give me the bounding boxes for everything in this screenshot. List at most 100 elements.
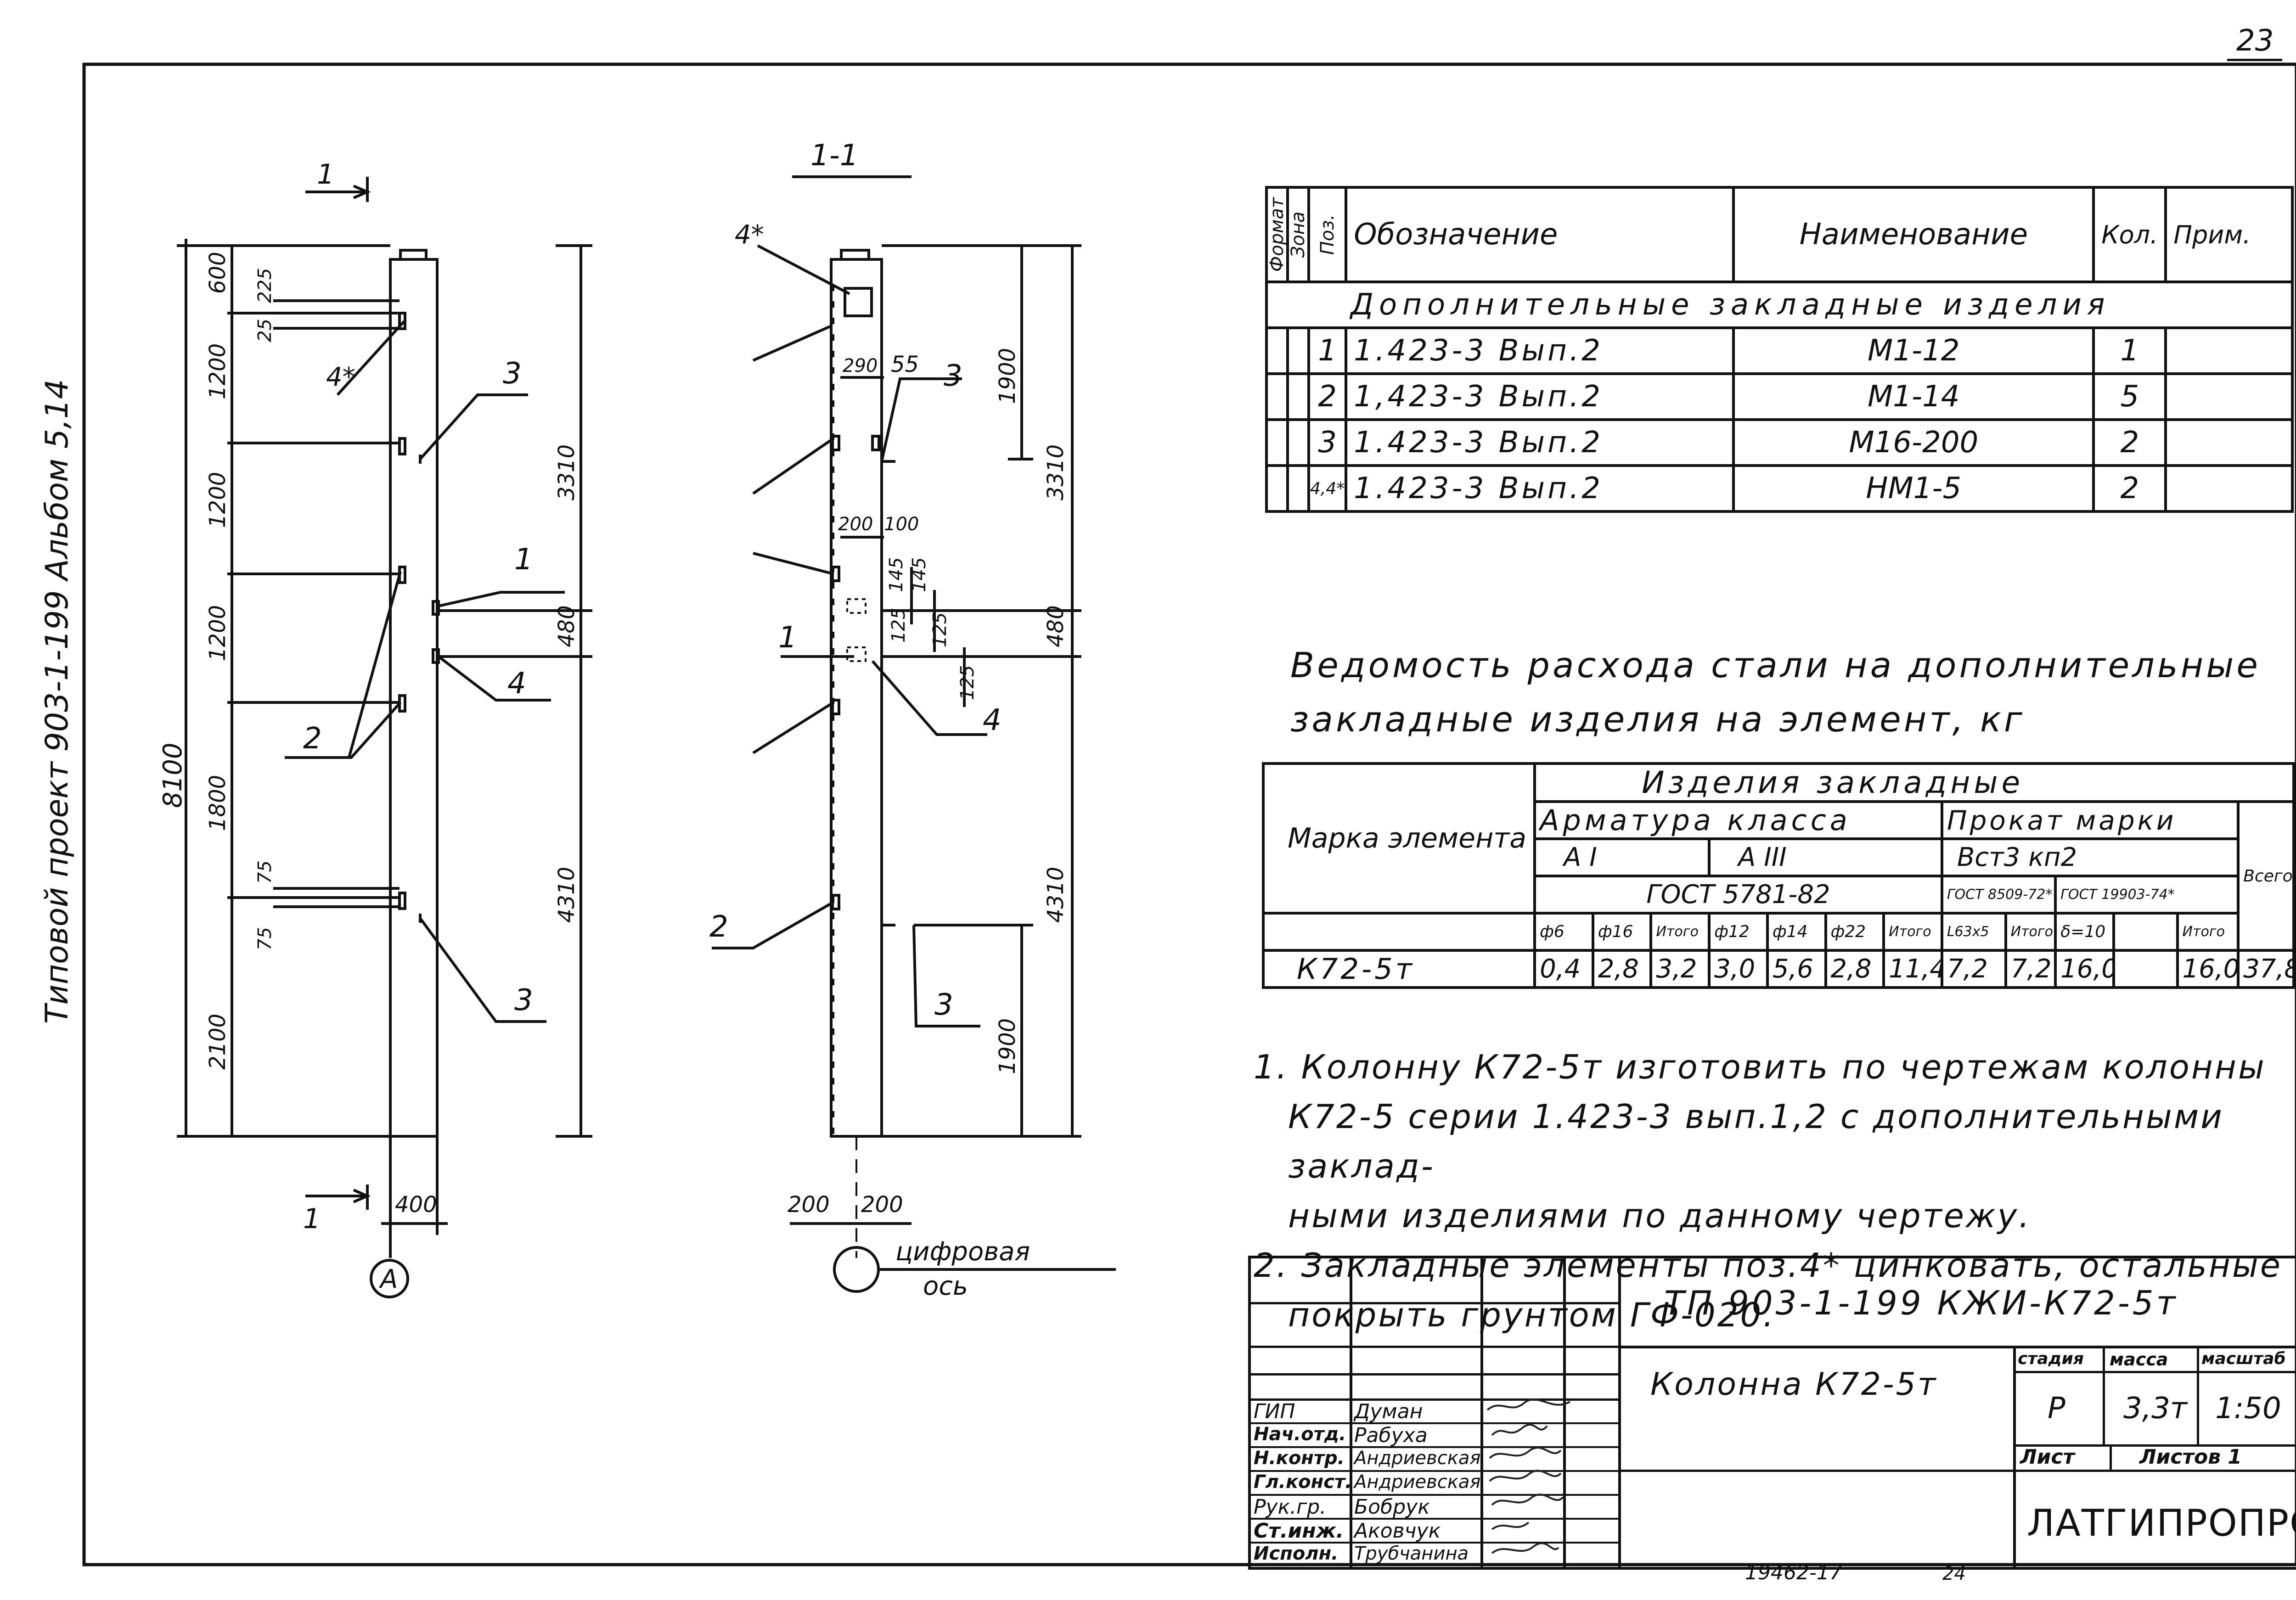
staff-name: Думан	[1354, 1400, 1423, 1423]
steel-total-header: Всего	[2237, 800, 2295, 952]
section-dim-125-b: 125	[929, 612, 951, 647]
staff-name: Андриевская	[1354, 1448, 1481, 1469]
drawing-title: Колонна К72-5т	[1650, 1366, 1938, 1403]
axis-label-a: А	[379, 1264, 398, 1294]
signatures	[1486, 1398, 1570, 1554]
staff-name: Андриевская	[1354, 1471, 1481, 1493]
spec-row: 2 1,423-3 Вып.2 М1-14 5	[1265, 372, 2294, 421]
spec-col-name: Наименование	[1732, 186, 2095, 283]
callout-1: 1	[514, 543, 533, 577]
section-dim-145-a: 145	[886, 557, 907, 592]
sheet-frame	[82, 62, 2296, 1566]
note-line: 1. Колонну К72-5т изготовить по чертежам…	[1254, 1048, 2266, 1086]
steel-grade: Вст3 кп2	[1940, 837, 2240, 877]
spec-section-title: Дополнительные закладные изделия	[1265, 281, 2294, 329]
spec-row: 4,4* 1.423-3 Вып.2 НМ1-5 2	[1265, 464, 2294, 513]
dim-total: 8100	[158, 742, 188, 808]
dim-225: 225	[254, 268, 276, 303]
callout-2: 2	[303, 722, 322, 756]
dim-1200-b: 1200	[205, 472, 231, 528]
embed-plate	[398, 312, 406, 330]
steel-gost-1: ГОСТ 8509-72*	[1940, 875, 2057, 915]
dim-2100: 2100	[205, 1014, 231, 1070]
steel-class-a1: А I	[1533, 837, 1711, 877]
steel-gost-armature: ГОСТ 5781-82	[1533, 875, 1943, 915]
staff-name: Аковчук	[1354, 1519, 1441, 1543]
note-line: 2. Закладные элементы поз.4* цинковать, …	[1254, 1246, 2283, 1285]
section-dim-480: 480	[1043, 605, 1069, 647]
section-dim-145-b: 145	[909, 557, 930, 592]
staff-name: Бобрук	[1354, 1495, 1430, 1519]
stage-value: Р	[2048, 1392, 2065, 1426]
dim-75-b: 75	[254, 927, 276, 950]
steel-table-title: Ведомость расхода стали на дополнительны…	[1290, 645, 2261, 740]
section-dim-125-a: 125	[888, 608, 909, 643]
steel-group-header: Изделия закладные	[1533, 762, 2295, 803]
spec-row: 3 1.423-3 Вып.2 М16-200 2	[1265, 418, 2294, 467]
section-mark-bottom: 1	[303, 1203, 321, 1235]
section-plate-4star	[844, 287, 873, 317]
dim-1200-a: 1200	[205, 343, 231, 399]
callout-4: 4	[507, 667, 526, 701]
embed-plate	[398, 892, 406, 910]
sheet-label: Лист	[2020, 1445, 2075, 1469]
staff-role: Н.контр.	[1254, 1448, 1345, 1469]
stage-label: стадия	[2018, 1349, 2084, 1368]
steel-mark-header: Марка элемента	[1261, 762, 1536, 915]
section-mark-top: 1	[317, 158, 334, 191]
doc-code: ТП 903-1-199 КЖИ-К72-5т	[1664, 1284, 2178, 1322]
column-section-body	[830, 258, 883, 1138]
callout-3-bottom: 3	[514, 983, 533, 1017]
steel-class-a3: А III	[1708, 837, 1943, 877]
staff-role: Ст.инж.	[1254, 1519, 1344, 1543]
dim-1200-c: 1200	[205, 605, 231, 661]
spec-col-note: Прим.	[2164, 186, 2294, 283]
section-dim-3310: 3310	[1043, 444, 1069, 500]
section-title: 1-1	[810, 139, 859, 173]
mass-value: 3,3т	[2123, 1392, 2188, 1426]
section-dim-55: 55	[891, 352, 919, 377]
staff-role: Рук.гр.	[1254, 1495, 1327, 1519]
spec-row: 1 1.423-3 Вып.2 М1-12 1	[1265, 326, 2294, 375]
dim-25: 25	[254, 319, 276, 342]
section-dim-200-left: 200	[788, 1192, 830, 1218]
mass-label: масса	[2110, 1349, 2168, 1370]
spec-table: Формат Зона Поз. Обозначение Наименовани…	[1265, 186, 2294, 513]
section-callout-1: 1	[778, 621, 797, 655]
section-callout-3-bottom: 3	[934, 988, 953, 1022]
steel-rolled-header: Прокат марки	[1940, 800, 2240, 840]
note-line: ными изделиями по данному чертежу.	[1288, 1196, 2032, 1235]
dim-3310: 3310	[554, 444, 580, 500]
section-dim-125-c: 125	[957, 665, 978, 700]
section-dim-4310: 4310	[1043, 867, 1069, 923]
spec-col-qty: Кол.	[2092, 186, 2167, 283]
section-callout-2: 2	[709, 910, 728, 944]
staff-name: Рабуха	[1354, 1424, 1428, 1447]
steel-armature-header: Арматура класса	[1533, 800, 1943, 840]
axis-label-digital: цифровая	[895, 1237, 1030, 1267]
callout-3-top: 3	[503, 357, 522, 391]
embed-plate-side	[432, 600, 440, 616]
column-elevation-body	[389, 258, 439, 1138]
section-dim-290: 290	[843, 355, 878, 376]
dim-75-a: 75	[254, 860, 276, 884]
section-dim-1900-top: 1900	[995, 348, 1020, 404]
dim-400: 400	[395, 1192, 437, 1218]
page-number: 23	[2236, 24, 2274, 58]
scale-value: 1:50	[2215, 1392, 2281, 1426]
dim-480: 480	[554, 605, 580, 647]
steel-table: Марка элемента Изделия закладные Арматур…	[1261, 762, 2295, 989]
steel-data-row: К72-5т 0,4 2,8 3,2 3,0 5,6 2,8 11,4 7,2 …	[1261, 949, 2295, 989]
steel-gost-2: ГОСТ 19903-74*	[2054, 875, 2240, 915]
staff-role: Гл.конст.	[1254, 1471, 1352, 1493]
title-block: ТП 903-1-199 КЖИ-К72-5т Колонна К72-5т с…	[1248, 1256, 2296, 1570]
column-section-cap	[840, 249, 870, 261]
axis-bubble-a	[370, 1259, 409, 1298]
spec-col-format: Формат	[1265, 186, 1289, 283]
spec-col-designation: Обозначение	[1345, 186, 1735, 283]
section-dim-200-right: 200	[861, 1192, 903, 1218]
staff-role: ГИП	[1254, 1400, 1295, 1423]
section-dim-200: 200	[838, 514, 873, 535]
page-number-underline	[2227, 59, 2282, 61]
